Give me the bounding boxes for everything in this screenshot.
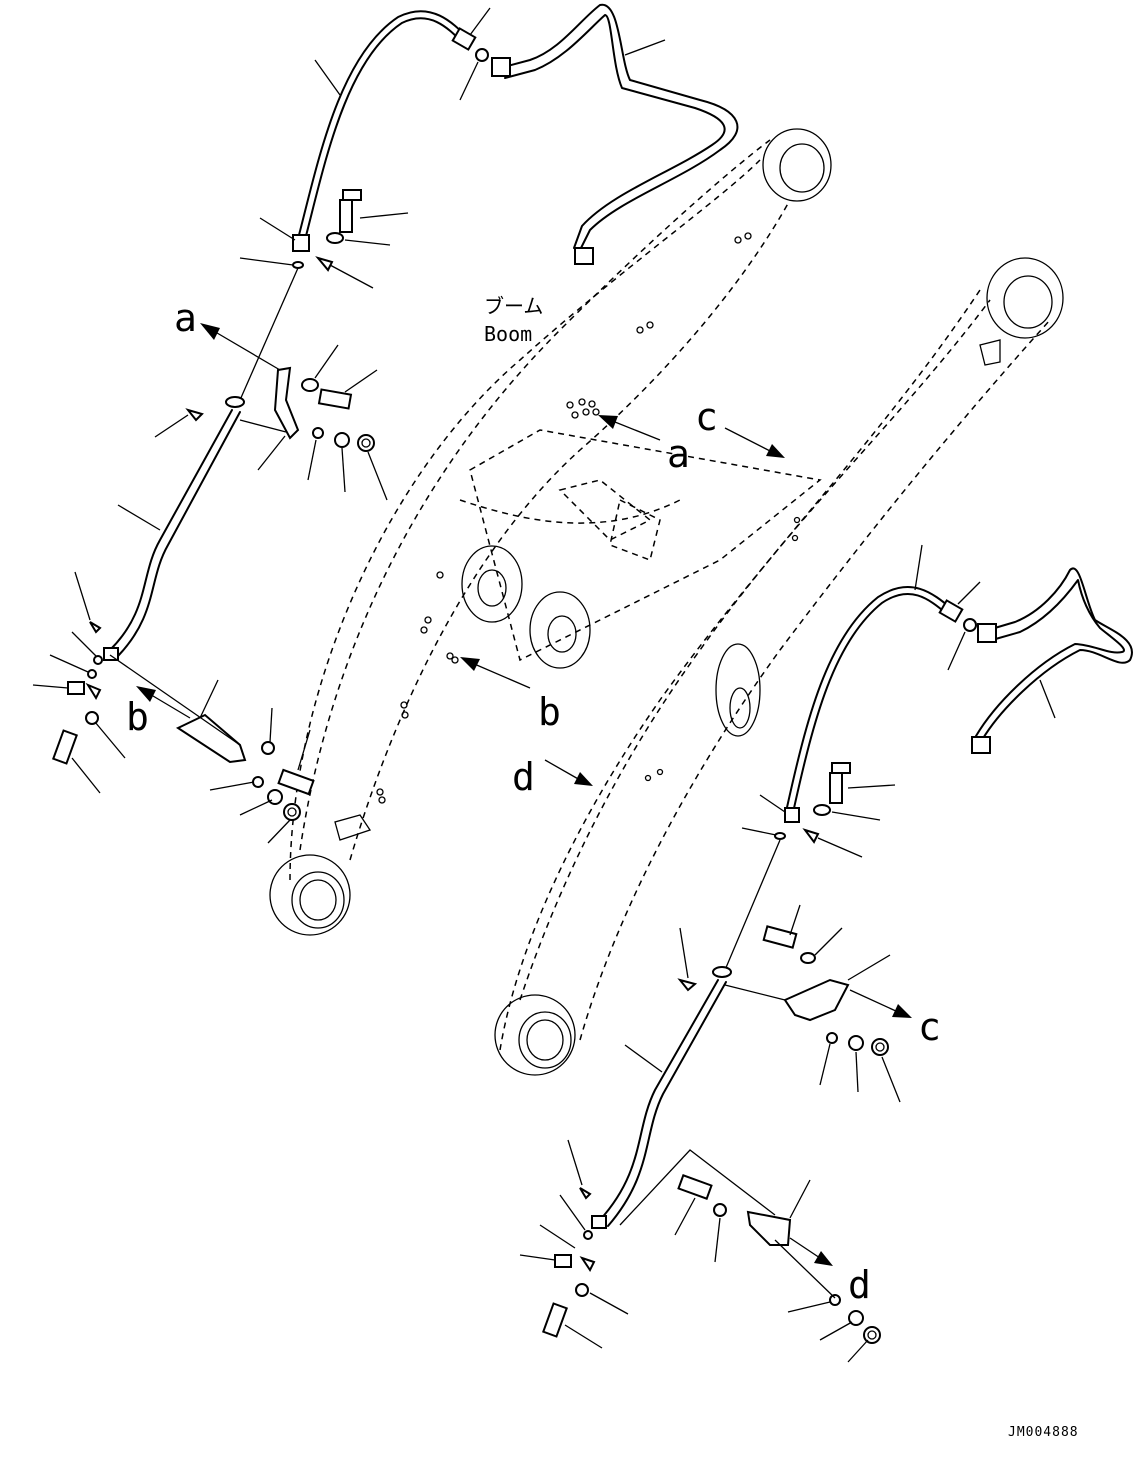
boom-mount-points — [376, 232, 801, 804]
right-fittings-top — [774, 762, 851, 844]
callout-b-center: b — [538, 690, 561, 734]
left-fittings-top — [292, 189, 362, 272]
left-rod-line — [239, 267, 299, 401]
right-hose-upper — [785, 586, 977, 815]
right-rod-line — [724, 839, 781, 971]
arrow-b-center — [460, 657, 531, 689]
boom-cross-tube — [459, 429, 822, 669]
arrow-a-upper — [200, 323, 281, 371]
callout-c-upper: c — [695, 395, 718, 439]
arrow-d-center — [544, 759, 593, 786]
right-lower-fittings — [542, 1187, 596, 1338]
drawing-id: JM004888 — [1008, 1425, 1079, 1440]
left-bracket-upper — [239, 366, 375, 452]
arrow-c-right — [849, 989, 912, 1018]
arrow-d-lower — [789, 1237, 833, 1266]
left-leader-lines — [32, 7, 666, 844]
callout-a-upper: a — [174, 296, 197, 340]
callout-c-right: c — [918, 1005, 941, 1049]
boom-arm-left — [269, 128, 832, 936]
boom-label-ja: ブーム — [484, 294, 543, 318]
left-hose-upper — [295, 10, 489, 250]
callout-b-left: b — [126, 695, 149, 739]
right-bracket-lower — [619, 1149, 881, 1344]
boom-label-en: Boom — [484, 322, 532, 346]
arrow-b-left — [136, 686, 191, 719]
arrow-a-lower — [598, 415, 661, 441]
left-steel-pipe-lower — [103, 396, 245, 661]
callout-a-lower: a — [667, 432, 690, 476]
right-steel-pipe-lower — [591, 966, 732, 1229]
right-leader-lines — [519, 544, 1056, 1363]
right-bracket-upper — [724, 925, 889, 1056]
arrow-c-upper — [724, 427, 785, 458]
left-bracket-lower — [109, 654, 315, 821]
callout-d-lower: d — [848, 1263, 871, 1307]
boom-arm-right — [494, 257, 1064, 1076]
right-steel-tube — [971, 567, 1133, 754]
left-steel-tube — [491, 3, 739, 265]
left-lower-fittings — [52, 621, 103, 765]
callout-d-center: d — [512, 755, 535, 799]
